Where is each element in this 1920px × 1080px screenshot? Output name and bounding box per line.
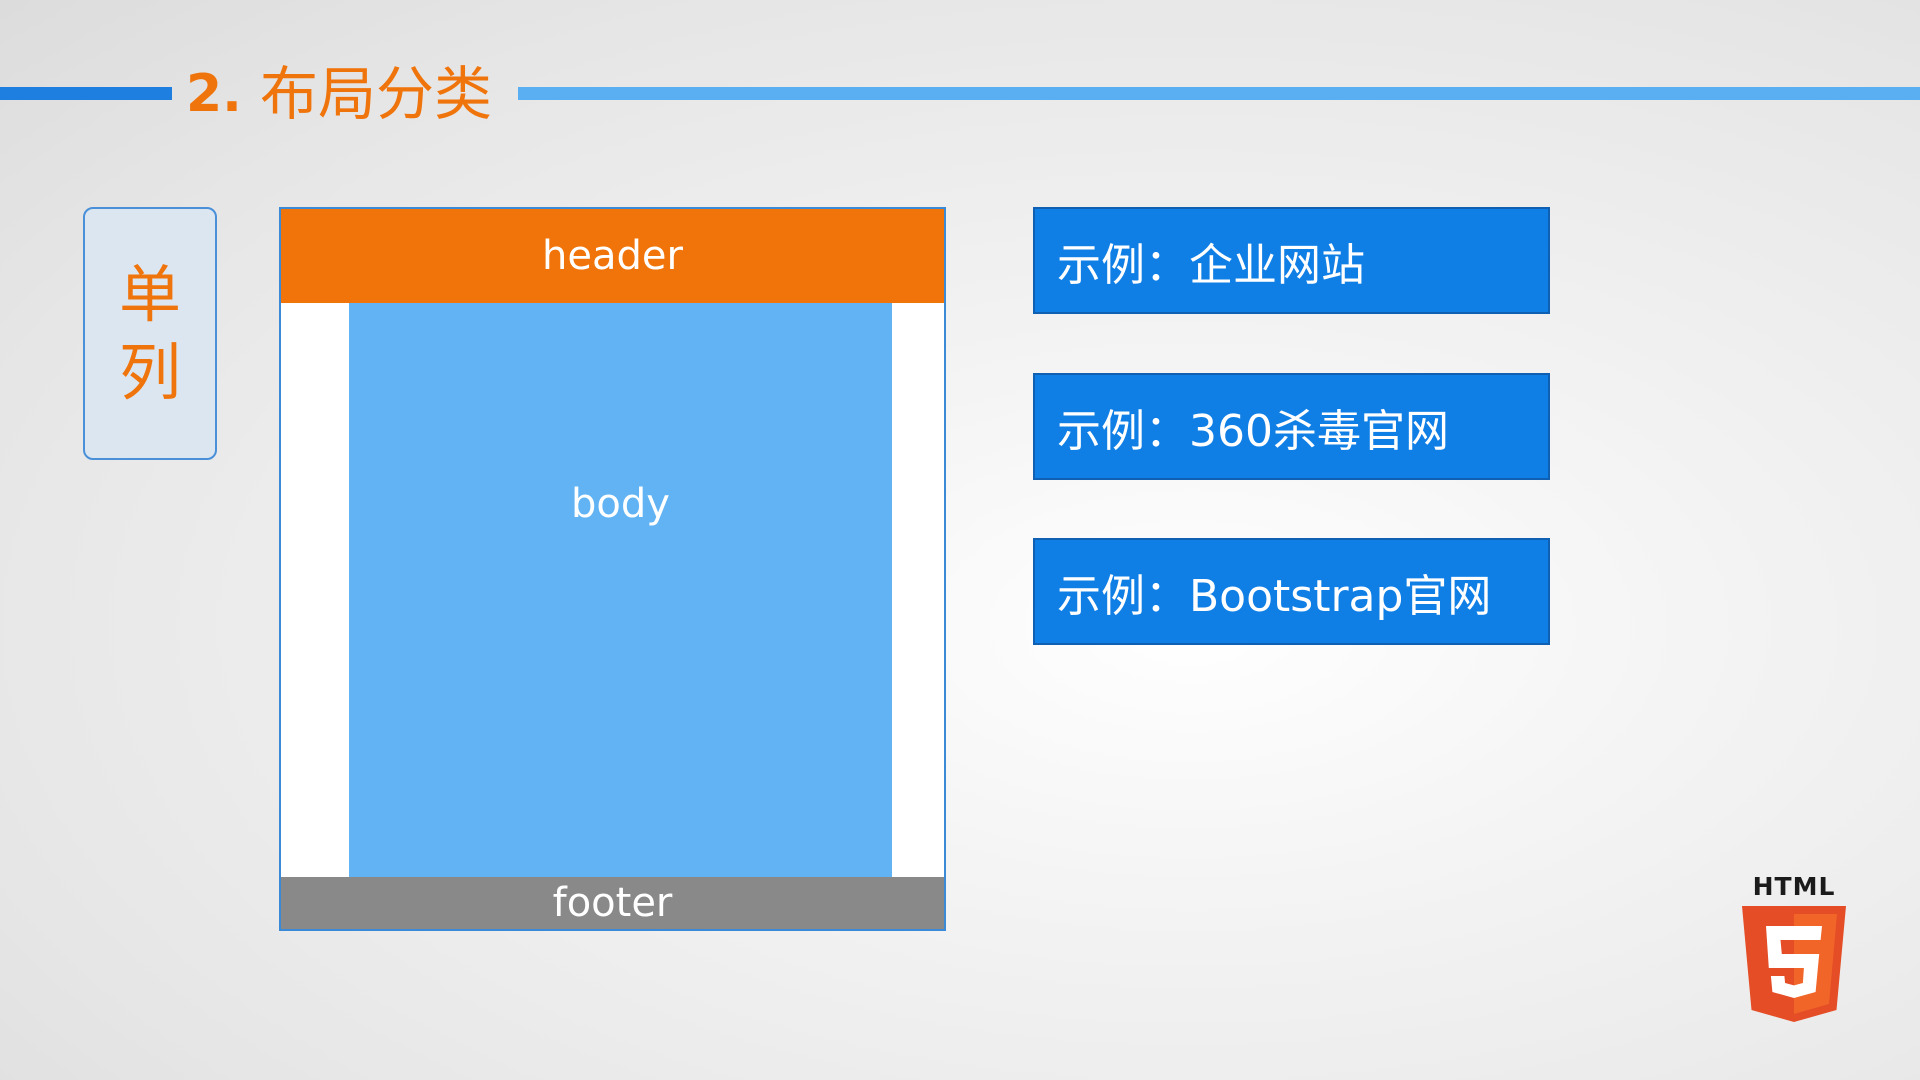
category-tag-char: 列 <box>118 335 181 409</box>
html5-logo: HTML <box>1738 872 1850 1022</box>
example-button-360-antivirus[interactable]: 示例：360杀毒官网 <box>1033 373 1550 480</box>
category-tag-char: 单 <box>118 258 181 332</box>
category-tag: 单 列 <box>83 207 217 460</box>
title-text: 布局分类 <box>259 60 492 128</box>
html5-shield-icon <box>1742 906 1846 1022</box>
layout-diagram: header body footer <box>279 207 946 931</box>
diagram-header: header <box>281 209 944 303</box>
title-number: 2. <box>186 64 242 124</box>
diagram-body-label: body <box>571 481 670 527</box>
example-button-enterprise-site[interactable]: 示例：企业网站 <box>1033 207 1550 314</box>
title-rule-left <box>0 87 172 100</box>
html5-logo-word: HTML <box>1752 872 1836 901</box>
slide-title: 2. 布局分类 <box>186 52 492 136</box>
title-rule-right <box>518 87 1920 100</box>
diagram-body: body <box>349 303 892 877</box>
diagram-footer: footer <box>281 877 944 929</box>
example-button-bootstrap[interactable]: 示例：Bootstrap官网 <box>1033 538 1550 645</box>
